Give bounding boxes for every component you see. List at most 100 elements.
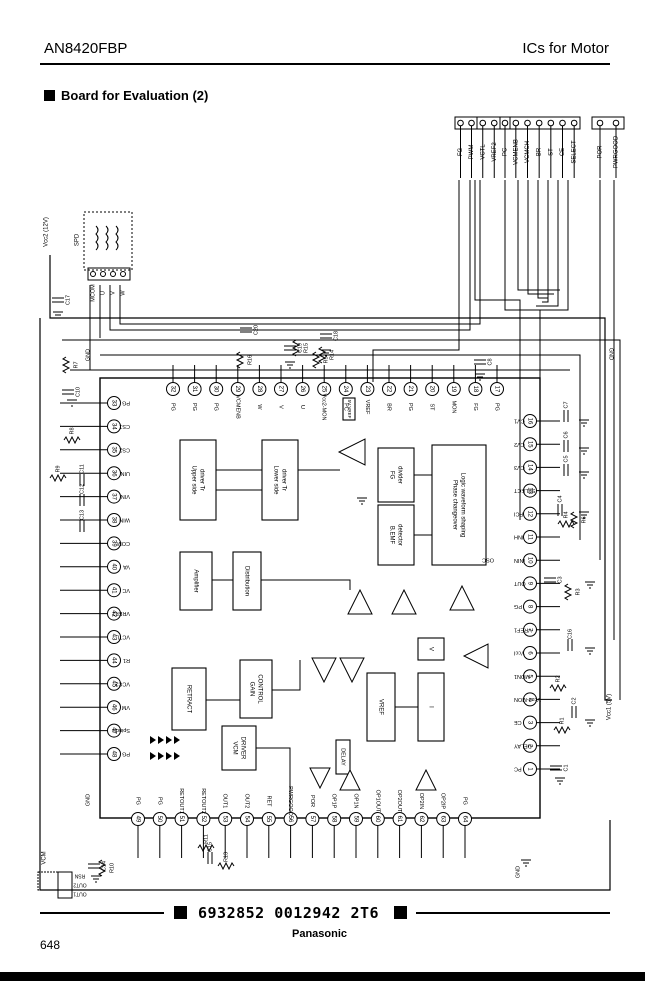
osc-label: OSC bbox=[482, 557, 494, 563]
lower-driver-block bbox=[261, 439, 299, 521]
pin-label: Vcc2-MON bbox=[514, 696, 541, 702]
pin-13 bbox=[523, 483, 537, 498]
retract-block bbox=[171, 667, 207, 731]
connector-pin bbox=[490, 119, 498, 127]
pin-number: 22 bbox=[385, 386, 391, 393]
connector-pin bbox=[524, 119, 531, 127]
pin-1 bbox=[523, 762, 537, 776]
pin-label: OUT1 bbox=[222, 794, 228, 809]
pin-label: PG bbox=[122, 751, 130, 757]
pin-number: 34 bbox=[110, 423, 116, 430]
opamp bbox=[391, 588, 417, 615]
pin-label: PG bbox=[122, 400, 130, 406]
resistor-label: R11 bbox=[203, 834, 209, 844]
pin-60 bbox=[370, 812, 385, 826]
pin-number: 35 bbox=[110, 446, 116, 453]
connector-label: SELECT bbox=[572, 140, 578, 164]
pin-number: 52 bbox=[200, 816, 206, 823]
header-rule bbox=[40, 63, 610, 65]
motor-wire-label: U bbox=[100, 291, 106, 295]
pin-label: CV3 bbox=[514, 464, 525, 470]
motor-coil-icon bbox=[95, 225, 99, 251]
resistor-label: R5 bbox=[323, 356, 329, 363]
current-block-label: I bbox=[427, 706, 433, 708]
pin-label: OP2IN bbox=[418, 793, 424, 810]
pin-label: PG bbox=[191, 403, 197, 411]
connector-header bbox=[476, 116, 501, 130]
fg-lead bbox=[372, 180, 460, 382]
pin-number: 17 bbox=[493, 386, 499, 393]
pin-label: VREF bbox=[364, 400, 370, 415]
pin-57 bbox=[305, 812, 320, 826]
pin-number: 29 bbox=[234, 386, 240, 393]
ic-outline bbox=[99, 377, 541, 819]
diode-icon bbox=[158, 752, 164, 760]
capacitor-label: C15 bbox=[207, 842, 213, 852]
diode-icon bbox=[150, 736, 156, 744]
pin-20 bbox=[425, 382, 440, 396]
gain-control-block-label: GAIN bbox=[248, 682, 254, 697]
pin-53 bbox=[218, 812, 233, 826]
vcc2-label: Vcc2 (12V) bbox=[44, 217, 50, 247]
document-category: ICs for Motor bbox=[522, 40, 609, 57]
motor-coil-icon bbox=[115, 225, 119, 251]
footer-rule-right bbox=[416, 912, 610, 914]
bullet-square-icon bbox=[44, 90, 55, 101]
fg-divider-block-label: FG bbox=[388, 471, 394, 480]
pin-number: 23 bbox=[364, 386, 370, 393]
pin-label: W bbox=[256, 404, 262, 410]
pin-38 bbox=[107, 513, 121, 527]
pin-label: PG bbox=[514, 603, 522, 609]
connector-pin bbox=[501, 119, 509, 127]
control-lead bbox=[537, 180, 548, 299]
pin-number: 26 bbox=[299, 386, 305, 393]
resistor-icon bbox=[569, 511, 579, 529]
connector-pin bbox=[570, 119, 578, 127]
pin-label: VREF2 bbox=[112, 610, 130, 616]
pin-19 bbox=[446, 382, 461, 396]
pin-15 bbox=[523, 437, 537, 452]
connector-label: VREF2 bbox=[492, 142, 498, 162]
pin-14 bbox=[523, 460, 537, 475]
pin-number: 42 bbox=[110, 610, 116, 617]
delay-block bbox=[335, 739, 351, 775]
resistor-icon bbox=[61, 356, 71, 374]
retract-block-label: RETRACT bbox=[185, 685, 191, 714]
control-lead bbox=[530, 180, 569, 311]
pin-label: RETOUT2 bbox=[200, 788, 206, 814]
amplifier-block bbox=[179, 551, 213, 611]
pin-6 bbox=[523, 646, 537, 660]
resistor-icon bbox=[553, 725, 571, 735]
pin-42 bbox=[107, 606, 121, 621]
pin-25 bbox=[317, 382, 332, 396]
pin-48 bbox=[107, 747, 121, 761]
vcc1-label: Vcc1 (5V) bbox=[607, 694, 613, 720]
connector-label: CE bbox=[560, 148, 566, 156]
pin-number: 15 bbox=[526, 441, 532, 448]
resistor-label: R1 bbox=[559, 717, 565, 724]
opamp bbox=[311, 657, 337, 684]
pin-number: 4 bbox=[526, 698, 532, 702]
resistor-icon bbox=[557, 519, 575, 529]
section-heading: Board for Evaluation (2) bbox=[44, 88, 208, 103]
pin-number: 47 bbox=[110, 727, 116, 734]
pin-63 bbox=[436, 812, 451, 826]
bemf-block-label: detector bbox=[396, 524, 402, 546]
pin-59 bbox=[349, 812, 363, 826]
opamp bbox=[347, 588, 373, 615]
pin-37 bbox=[107, 489, 121, 504]
pin-26 bbox=[295, 382, 310, 396]
pin-number: 64 bbox=[461, 816, 467, 823]
capacitor-label: C10 bbox=[75, 387, 81, 397]
barcode-row: 6932852 0012942 2T6 bbox=[40, 903, 610, 923]
pin-24 bbox=[338, 382, 353, 396]
pin-number: 32 bbox=[169, 386, 175, 393]
capacitor-label: C18 bbox=[333, 331, 339, 341]
pin-32 bbox=[166, 382, 180, 396]
pin-label: MON bbox=[450, 401, 456, 414]
resistor-label: R15 bbox=[303, 343, 309, 353]
connector-pin bbox=[596, 119, 604, 127]
connector-pin bbox=[535, 119, 543, 127]
control-lead bbox=[517, 180, 560, 291]
